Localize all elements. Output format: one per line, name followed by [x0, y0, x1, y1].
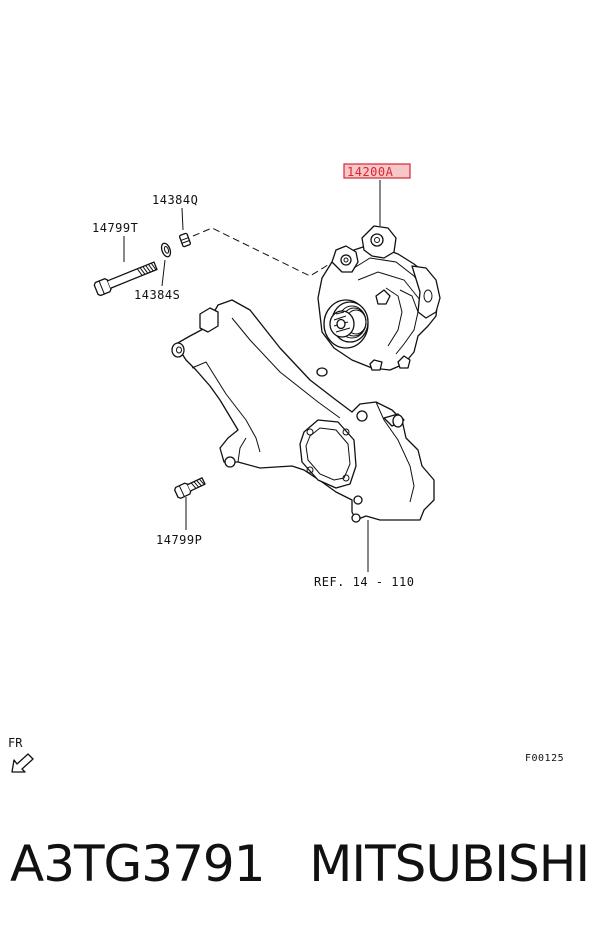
- figure-code: F00125: [525, 753, 565, 764]
- bolt-14799t: [93, 261, 158, 297]
- front-orientation-label: FR: [8, 736, 23, 750]
- part-label-14799t[interactable]: 14799T: [92, 221, 138, 235]
- parts-diagram: 14200A 14384Q 14799T 14384S 14799P REF. …: [92, 163, 441, 589]
- washer-14384s: [160, 242, 172, 258]
- reference-label[interactable]: REF. 14 - 110: [314, 575, 414, 589]
- alternator-14200a: [317, 225, 441, 371]
- install-dash-line: [192, 227, 337, 277]
- part-label-14384q[interactable]: 14384Q: [152, 193, 198, 207]
- leader-14384s: [161, 259, 166, 287]
- part-number-14200a: 14200A: [347, 165, 394, 179]
- part-caption: A3TG3791 MITSUBISHI: [10, 835, 590, 893]
- leader-14384q: [181, 207, 184, 231]
- part-label-14799p[interactable]: 14799P: [156, 533, 202, 547]
- bolt-14799p: [174, 477, 206, 499]
- mounting-bracket: [171, 299, 435, 523]
- part-label-14384s[interactable]: 14384S: [134, 288, 180, 302]
- nut-14384q: [178, 232, 192, 248]
- part-label-14200a[interactable]: 14200A: [343, 163, 411, 179]
- front-orientation-indicator: FR: [8, 736, 48, 776]
- arrow-down-left-icon: [11, 753, 34, 773]
